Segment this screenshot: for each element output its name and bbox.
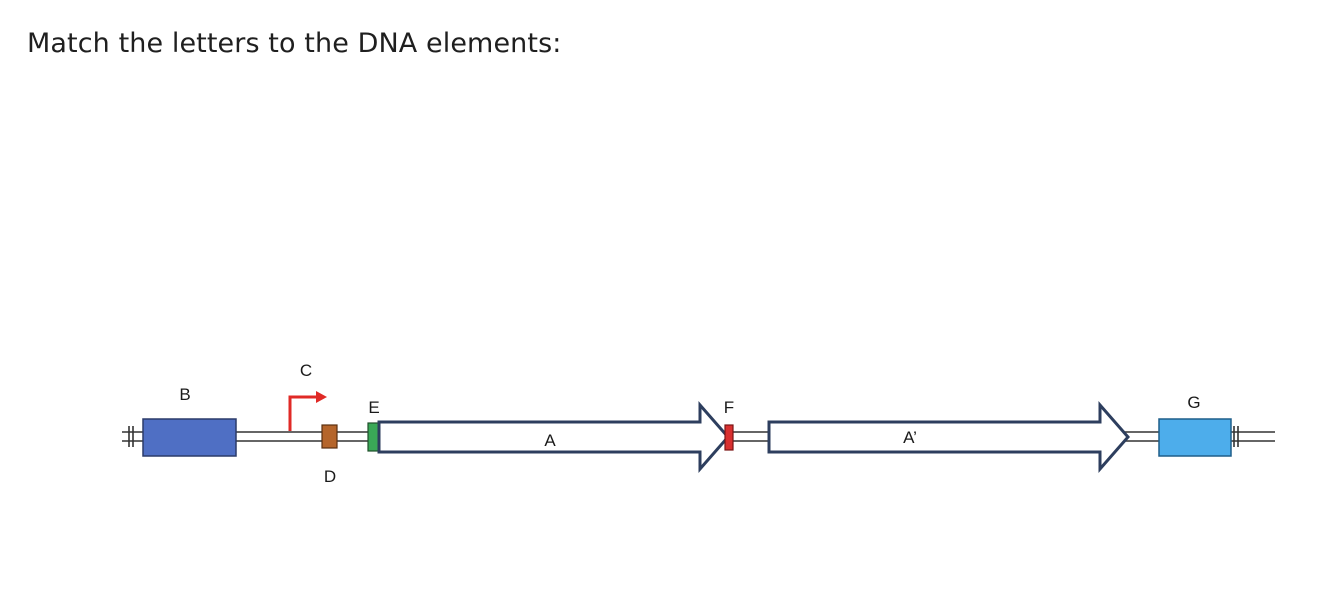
question-text: Match the letters to the DNA elements: [27, 28, 562, 59]
label-b: B [179, 385, 190, 404]
label-a-prime: A’ [903, 428, 917, 447]
element-e-box [367, 422, 380, 452]
element-b-box [142, 418, 237, 457]
element-g-box [1158, 418, 1232, 457]
gene-a-arrow [377, 401, 730, 473]
promoter-arrow-c [288, 391, 327, 431]
label-c: C [300, 361, 312, 380]
left-end-marker [128, 426, 134, 447]
label-f: F [724, 398, 734, 417]
element-d-box [321, 424, 338, 449]
label-d: D [324, 467, 336, 486]
gene-a-prime-arrow [767, 401, 1130, 473]
label-e: E [368, 398, 379, 417]
element-f-box [724, 424, 734, 451]
label-a: A [544, 431, 556, 450]
right-end-marker [1233, 426, 1239, 447]
label-g: G [1187, 393, 1200, 412]
